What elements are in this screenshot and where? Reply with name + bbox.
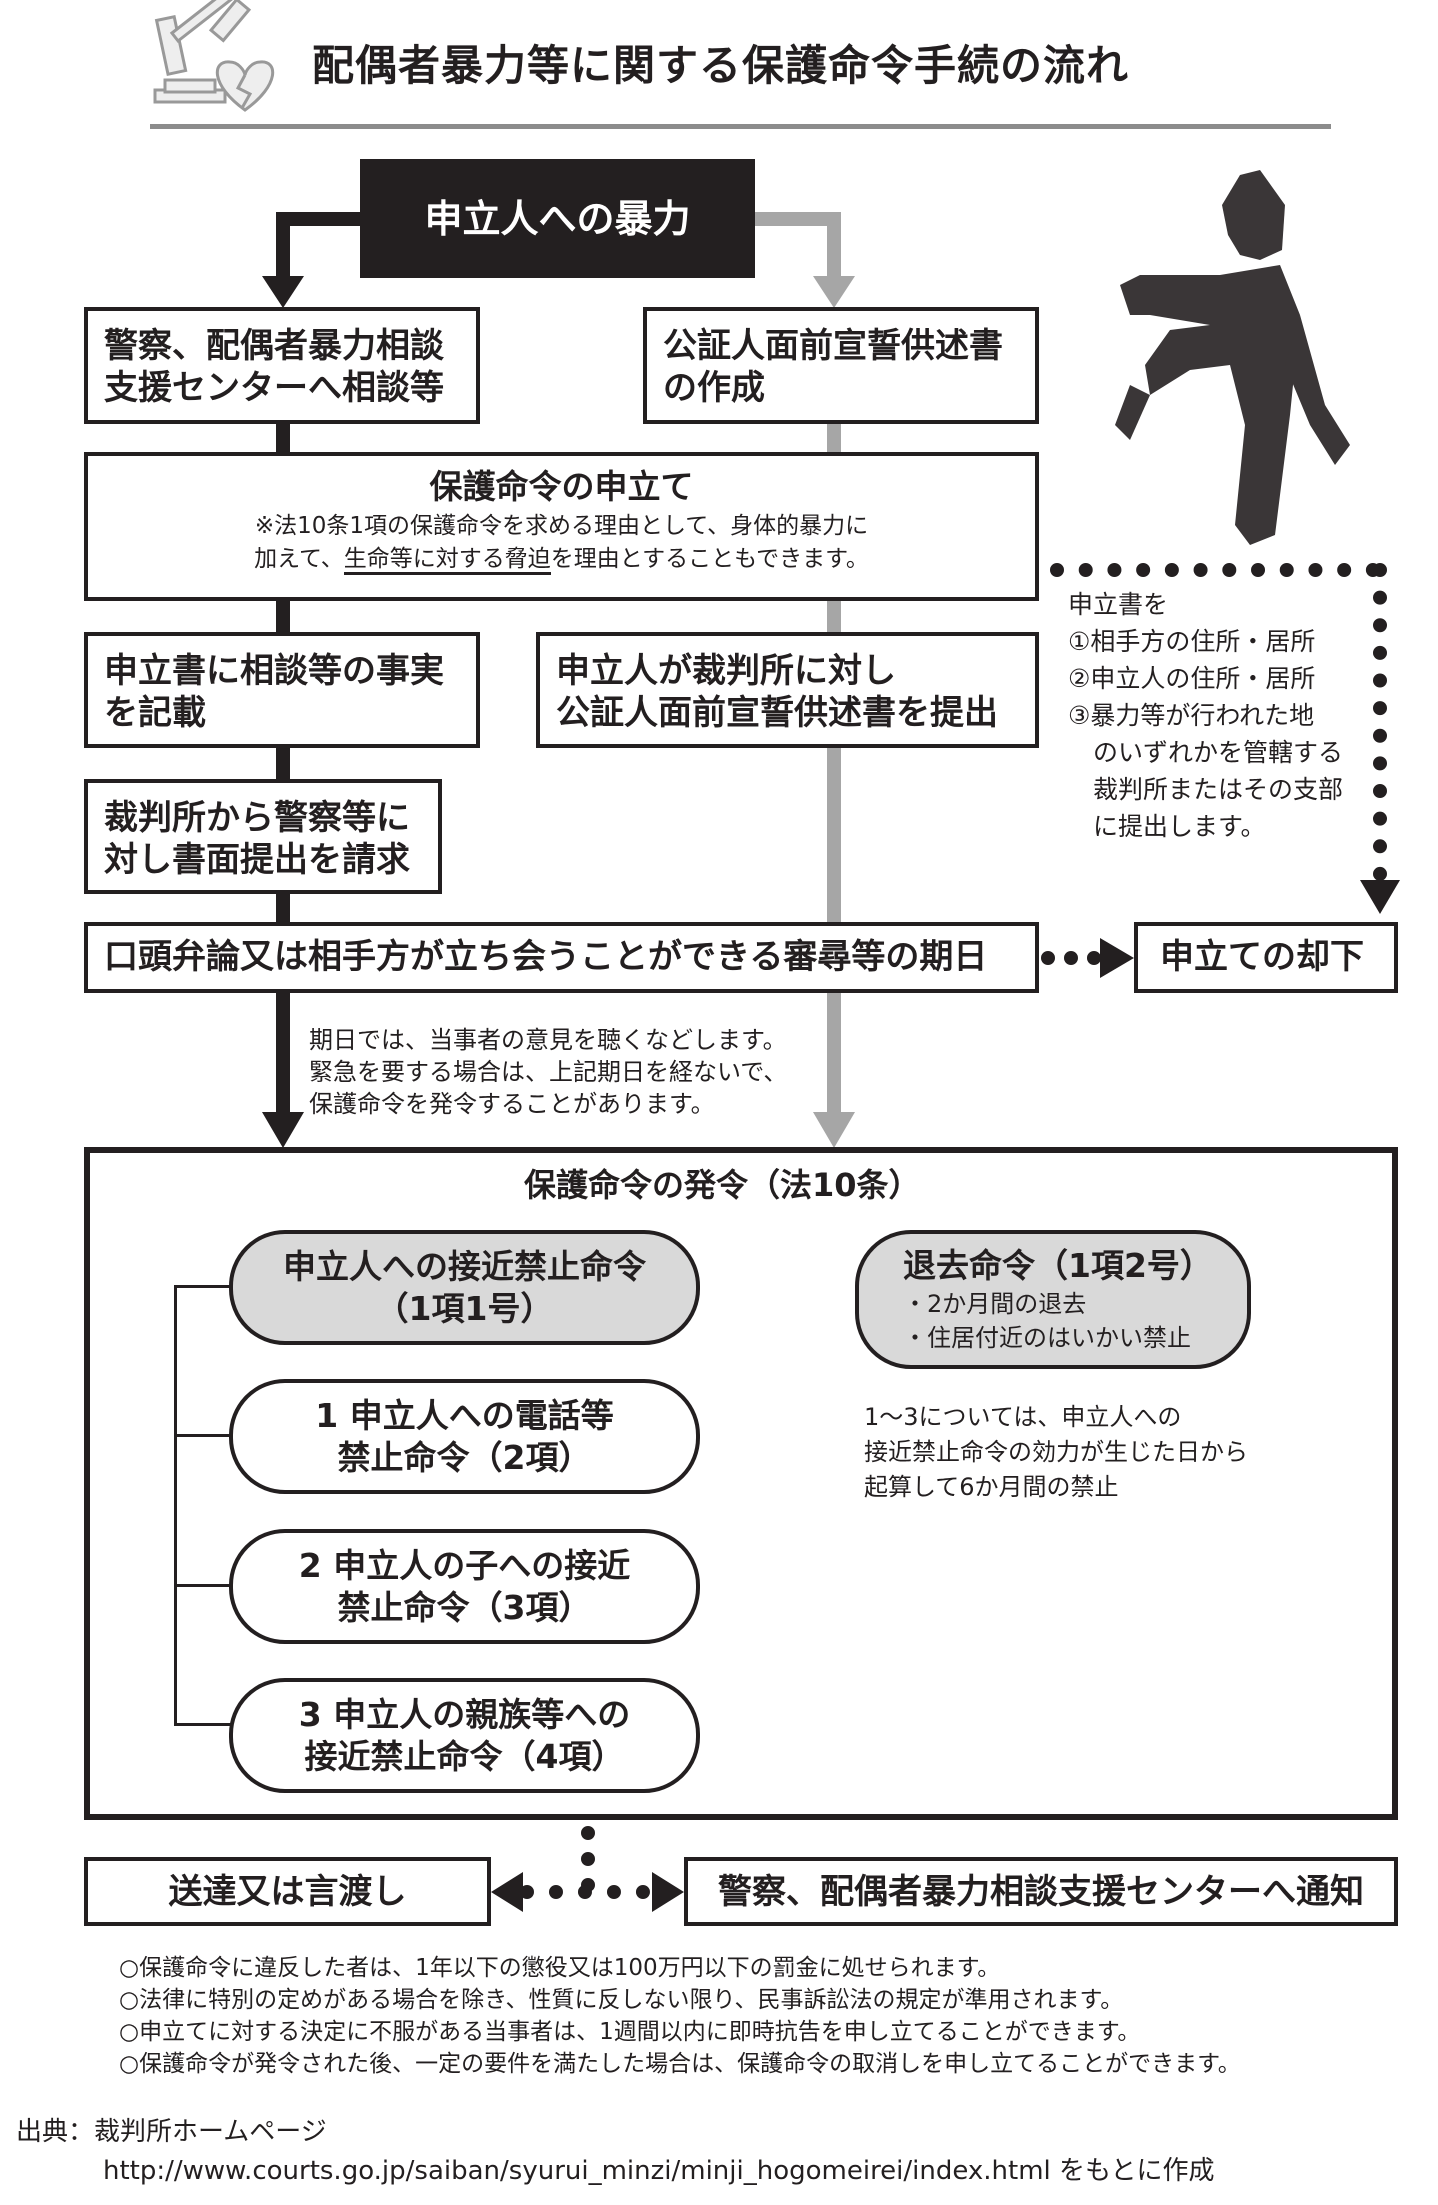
hearing-label: 口頭弁論又は相手方が立ち会うことができる審尋等の期日 — [104, 937, 988, 977]
arrow-down-icon — [262, 276, 304, 308]
footnote: ○申立てに対する決定に不服がある当事者は、1週間以内に即時抗告を申し立てることが… — [119, 2019, 1141, 2045]
petition-box: 保護命令の申立て ※法10条1項の保護命令を求める理由として、身体的暴力に 加え… — [84, 452, 1039, 601]
side-note-line: 裁判所またはその支部 — [1068, 775, 1344, 804]
dotted-connector — [1041, 951, 1101, 965]
order-item-line: 3 申立人の親族等への — [298, 1694, 631, 1734]
connector-right-top — [755, 212, 841, 226]
consultation-line: 警察、配偶者暴力相談 — [104, 326, 444, 366]
dotted-route-vertical — [1373, 563, 1387, 881]
petition-note-line: 加えて、生命等に対する脅迫を理由とすることもできます。 — [104, 543, 1019, 576]
eviction-title: 退去命令（1項2号） — [903, 1245, 1213, 1285]
side-note-line: ①相手方の住所・居所 — [1068, 627, 1316, 656]
bracket-line — [174, 1285, 232, 1726]
petition-note: ※法10条1項の保護命令を求める理由として、身体的暴力に 加えて、生命等に対する… — [104, 510, 1019, 576]
hearing-box: 口頭弁論又は相手方が立ち会うことができる審尋等の期日 — [84, 922, 1039, 993]
order-item-line: 禁止命令（3項） — [337, 1587, 592, 1627]
service-label: 送達又は言渡し — [168, 1872, 407, 1912]
affidavit-line: の作成 — [663, 368, 765, 408]
order-item-line: 申立人への接近禁止命令 — [283, 1246, 646, 1286]
petition-title: 保護命令の申立て — [429, 467, 694, 506]
order-item-child-ban: 2 申立人の子への接近禁止命令（3項） — [229, 1529, 700, 1644]
order-note-line: 起算して6か月間の禁止 — [864, 1473, 1119, 1501]
eviction-order: 退去命令（1項2号） ・2か月間の退去 ・住居付近のはいかい禁止 — [855, 1230, 1251, 1369]
order-item-relatives-ban: 3 申立人の親族等への接近禁止命令（4項） — [229, 1678, 700, 1793]
petition-note-line: ※法10条1項の保護命令を求める理由として、身体的暴力に — [254, 513, 869, 539]
side-note-line: のいずれかを管轄する — [1068, 738, 1344, 767]
start-box: 申立人への暴力 — [360, 159, 755, 278]
order-note: 1～3については、申立人への接近禁止命令の効力が生じた日から起算して6か月間の禁… — [864, 1400, 1248, 1505]
side-note: 申立書を ①相手方の住所・居所 ②申立人の住所・居所 ③暴力等が行われた地 のいずれか… — [1068, 586, 1343, 845]
arrow-down-icon — [813, 276, 855, 308]
record-facts-box: 申立書に相談等の事実を記載 — [84, 632, 480, 748]
protection-order-box — [84, 1147, 1398, 1820]
service-box: 送達又は言渡し — [84, 1857, 491, 1926]
dotted-connector — [581, 1826, 595, 1892]
affidavit-box: 公証人面前宣誓供述書の作成 — [643, 307, 1039, 424]
hearing-note: 期日では、当事者の意見を聴くなどします。緊急を要する場合は、上記期日を経ないで、… — [309, 1024, 787, 1120]
source-url[interactable]: http://www.courts.go.jp/saiban/syurui_mi… — [103, 2156, 1215, 2186]
affidavit-line: 公証人面前宣誓供述書 — [663, 326, 1003, 366]
order-item-line: 1 申立人への電話等 — [315, 1395, 614, 1435]
request-line: 対し書面提出を請求 — [104, 840, 410, 880]
order-item-approach-ban: 申立人への接近禁止命令（1項1号） — [229, 1230, 700, 1345]
connector-left-top — [276, 212, 360, 226]
dotted-route-horizontal — [1050, 563, 1380, 577]
arrow-down-icon — [813, 1112, 855, 1148]
arrow-right-icon — [1100, 938, 1134, 978]
notification-box: 警察、配偶者暴力相談支援センターへ通知 — [684, 1857, 1398, 1926]
bracket-tick — [174, 1434, 232, 1437]
side-note-line: 申立書を — [1068, 590, 1169, 619]
start-label: 申立人への暴力 — [424, 196, 691, 241]
hearing-note-line: 保護命令を発令することがあります。 — [309, 1090, 715, 1118]
hearing-note-line: 緊急を要する場合は、上記期日を経ないで、 — [309, 1058, 788, 1086]
consultation-box: 警察、配偶者暴力相談支援センターへ相談等 — [84, 307, 480, 424]
request-line: 裁判所から警察等に — [104, 798, 410, 838]
footnotes: ○保護命令に違反した者は、1年以下の懲役又は100万円以下の罰金に処せられます。… — [119, 1952, 1241, 2080]
dismissal-label: 申立ての却下 — [1160, 937, 1364, 977]
arrow-right-icon — [652, 1872, 684, 1912]
consultation-line: 支援センターへ相談等 — [104, 368, 444, 408]
source-label: 出典：裁判所ホームページ — [16, 2117, 327, 2147]
note-underlined: 生命等に対する脅迫 — [343, 546, 551, 575]
note-text: 加えて、 — [254, 546, 344, 572]
submit-affidavit-box: 申立人が裁判所に対し公証人面前宣誓供述書を提出 — [536, 632, 1039, 748]
submit-line: 公証人面前宣誓供述書を提出 — [556, 693, 998, 733]
record-line: 申立書に相談等の事実 — [104, 651, 444, 691]
title-divider — [150, 124, 1331, 129]
order-title: 保護命令の発令（法10条） — [524, 1166, 921, 1204]
request-documents-box: 裁判所から警察等に対し書面提出を請求 — [84, 779, 442, 894]
connector-left — [276, 212, 290, 282]
bracket-tick — [174, 1584, 232, 1587]
abuser-silhouette — [1115, 170, 1350, 545]
gavel-broken-heart-icon — [153, 0, 275, 112]
arrow-down-icon — [1360, 880, 1400, 914]
page-title: 配偶者暴力等に関する保護命令手続の流れ — [312, 41, 1130, 90]
submit-line: 申立人が裁判所に対し — [556, 651, 896, 691]
notification-label: 警察、配偶者暴力相談支援センターへ通知 — [718, 1872, 1364, 1912]
footnote: ○法律に特別の定めがある場合を除き、性質に反しない限り、民事訴訟法の規定が準用さ… — [119, 1987, 1124, 2013]
order-item-line: 2 申立人の子への接近 — [298, 1545, 631, 1585]
order-note-line: 接近禁止命令の効力が生じた日から — [864, 1438, 1248, 1466]
order-note-line: 1～3については、申立人への — [864, 1403, 1182, 1431]
dismissal-box: 申立ての却下 — [1134, 922, 1398, 993]
footnote: ○保護命令が発令された後、一定の要件を満たした場合は、保護命令の取消しを申し立て… — [119, 2051, 1241, 2077]
hearing-note-line: 期日では、当事者の意見を聴くなどします。 — [309, 1026, 787, 1054]
order-item-line: 禁止命令（2項） — [337, 1437, 592, 1477]
side-note-line: に提出します。 — [1068, 812, 1266, 841]
side-note-line: ③暴力等が行われた地 — [1068, 701, 1315, 730]
order-item-phone-ban: 1 申立人への電話等禁止命令（2項） — [229, 1379, 700, 1494]
connector-right — [827, 212, 841, 282]
dotted-connector — [520, 1885, 650, 1899]
arrow-down-icon — [262, 1112, 304, 1148]
order-item-line: 接近禁止命令（4項） — [304, 1736, 625, 1776]
side-note-line: ②申立人の住所・居所 — [1068, 664, 1316, 693]
arrow-left-icon — [491, 1872, 523, 1912]
record-line: を記載 — [104, 693, 206, 733]
order-item-line: （1項1号） — [375, 1288, 554, 1328]
eviction-point: ・2か月間の退去 — [903, 1289, 1087, 1318]
eviction-point: ・住居付近のはいかい禁止 — [903, 1323, 1191, 1352]
note-text: を理由とすることもできます。 — [550, 546, 869, 572]
footnote: ○保護命令に違反した者は、1年以下の懲役又は100万円以下の罰金に処せられます。 — [119, 1955, 1001, 1981]
